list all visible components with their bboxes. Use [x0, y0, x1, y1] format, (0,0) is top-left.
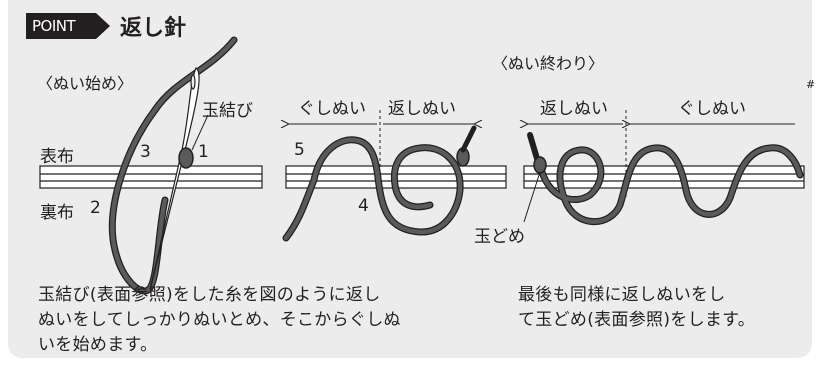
left-line-1: 玉結び(表面参照)をした糸を図のように返し — [38, 285, 381, 305]
right-line-1: 最後も同様に返しぬいをし — [518, 285, 726, 305]
label-running-stitch-2: ぐしぬい — [678, 99, 746, 119]
label-back-stitch-1: 返しぬい — [388, 99, 456, 119]
thread-start-fill — [110, 37, 237, 294]
label-knot: 玉結び — [202, 101, 253, 121]
fabric-strip-3 — [523, 165, 805, 189]
knot-start — [178, 147, 194, 169]
label-start: 〈ぬい始め〉 — [37, 74, 134, 93]
right-paragraph: 最後も同様に返しぬいをし て玉どめ(表面参照)をします。 — [518, 283, 808, 333]
edge-mark: # — [806, 78, 816, 91]
left-paragraph: 玉結び(表面参照)をした糸を図のように返し ぬいをしてしっかりぬいとめ、そこから… — [38, 283, 508, 358]
point-badge: POINT — [26, 13, 96, 39]
thread-end-fill — [537, 145, 803, 224]
step-1: 1 — [198, 142, 209, 162]
label-running-stitch-1: ぐしぬい — [298, 99, 366, 119]
right-line-2: て玉どめ(表面参照)をします。 — [518, 310, 756, 330]
needle — [149, 67, 200, 291]
thread-mid-fill — [283, 137, 463, 241]
label-end-knot: 玉どめ — [474, 227, 525, 247]
left-line-3: いを始めます。 — [38, 335, 158, 355]
label-front-fabric: 表布 — [40, 147, 74, 167]
section-title: 返し針 — [120, 16, 187, 41]
label-back-fabric: 裏布 — [40, 203, 74, 223]
step-3: 3 — [140, 142, 151, 162]
label-end: 〈ぬい終わり〉 — [492, 54, 605, 73]
knot-leader — [191, 114, 209, 151]
end-knot-leader — [523, 171, 541, 223]
badge-arrow-icon — [96, 13, 110, 39]
thread-mid-end — [460, 125, 477, 153]
left-line-2: ぬいをしてしっかりぬいとめ、そこからぐしぬ — [38, 310, 401, 330]
step-4: 4 — [358, 196, 369, 216]
fabric-strip-1 — [39, 165, 263, 189]
step-5: 5 — [294, 140, 305, 160]
label-back-stitch-2: 返しぬい — [540, 99, 608, 119]
step-2: 2 — [90, 198, 101, 218]
